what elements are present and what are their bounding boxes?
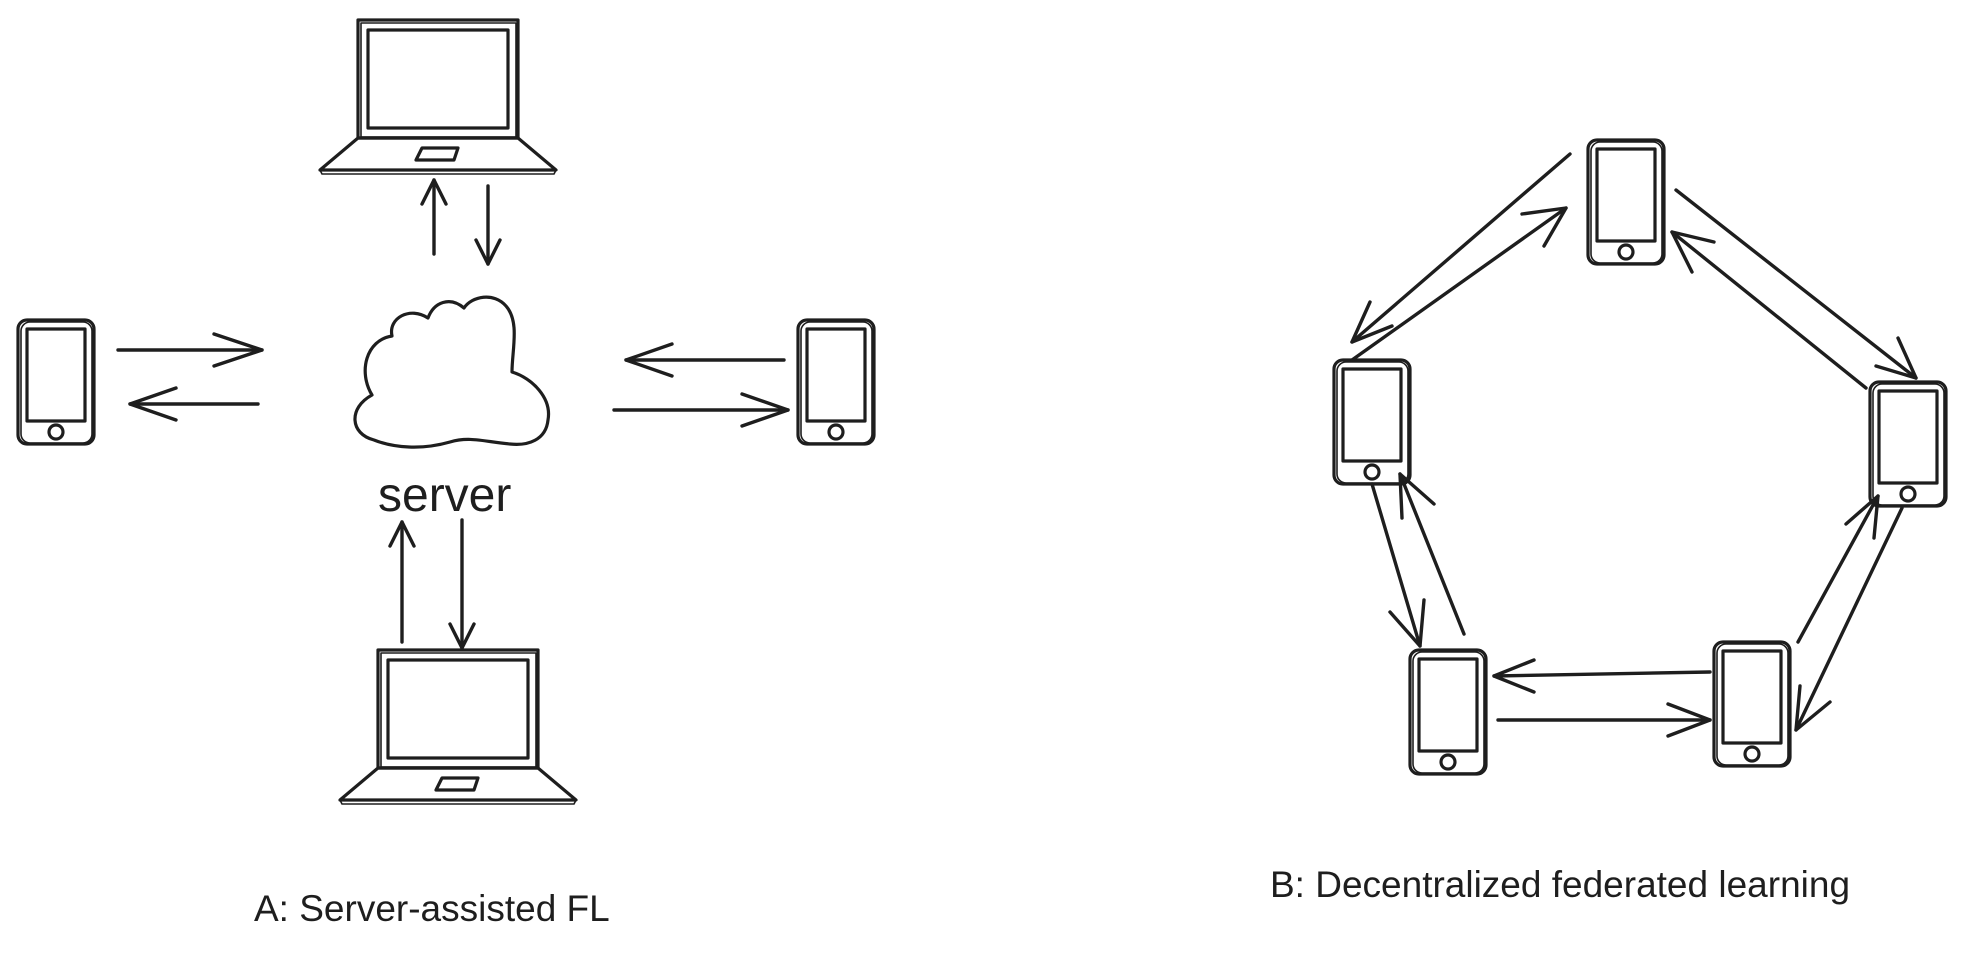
- arrow-left-to-top: [1350, 206, 1568, 362]
- arrow-right-to-phone: [612, 392, 790, 428]
- laptop-icon-bottom: [338, 648, 578, 806]
- arrow-down-to-bottom-laptop: [448, 518, 476, 650]
- arrow-top-to-left: [1350, 152, 1572, 344]
- arrow-right-to-server: [116, 332, 264, 368]
- arrow-bottom-right-to-right: [1796, 494, 1880, 644]
- caption-server-assisted-fl: A: Server-assisted FL: [254, 888, 610, 929]
- phone-icon-left: [1332, 358, 1412, 486]
- caption-decentralized-fl: B: Decentralized federated learning: [1270, 864, 1851, 905]
- phone-icon-left: [16, 318, 96, 446]
- arrow-right-to-bottom-right: [1794, 506, 1904, 732]
- arrow-bottom-left-to-left: [1398, 472, 1466, 636]
- phone-icon-bottom-right: [1712, 640, 1792, 768]
- panel-a-server-assisted: [16, 18, 876, 806]
- panel-b-decentralized: [1332, 138, 1948, 776]
- server-label: server: [378, 469, 512, 522]
- arrow-up-from-bottom-laptop: [388, 520, 416, 644]
- arrow-bottom-right-to-bottom-left: [1492, 658, 1712, 694]
- arrow-top-to-right: [1674, 188, 1918, 380]
- arrow-right-to-top: [1670, 230, 1868, 390]
- phone-icon-bottom-left: [1408, 648, 1488, 776]
- arrow-up-to-top-laptop: [420, 178, 448, 256]
- phone-icon-top: [1586, 138, 1666, 266]
- arrow-down-from-top-laptop: [474, 184, 502, 266]
- arrow-left-to-server: [624, 342, 786, 378]
- cloud-icon: [353, 295, 551, 449]
- arrow-bottom-left-to-bottom-right: [1496, 702, 1712, 738]
- arrow-left-to-phone: [128, 386, 260, 422]
- laptop-icon-top: [318, 18, 558, 176]
- phone-icon-right: [1868, 380, 1948, 508]
- phone-icon-right: [796, 318, 876, 446]
- arrow-left-to-bottom-left: [1370, 482, 1426, 648]
